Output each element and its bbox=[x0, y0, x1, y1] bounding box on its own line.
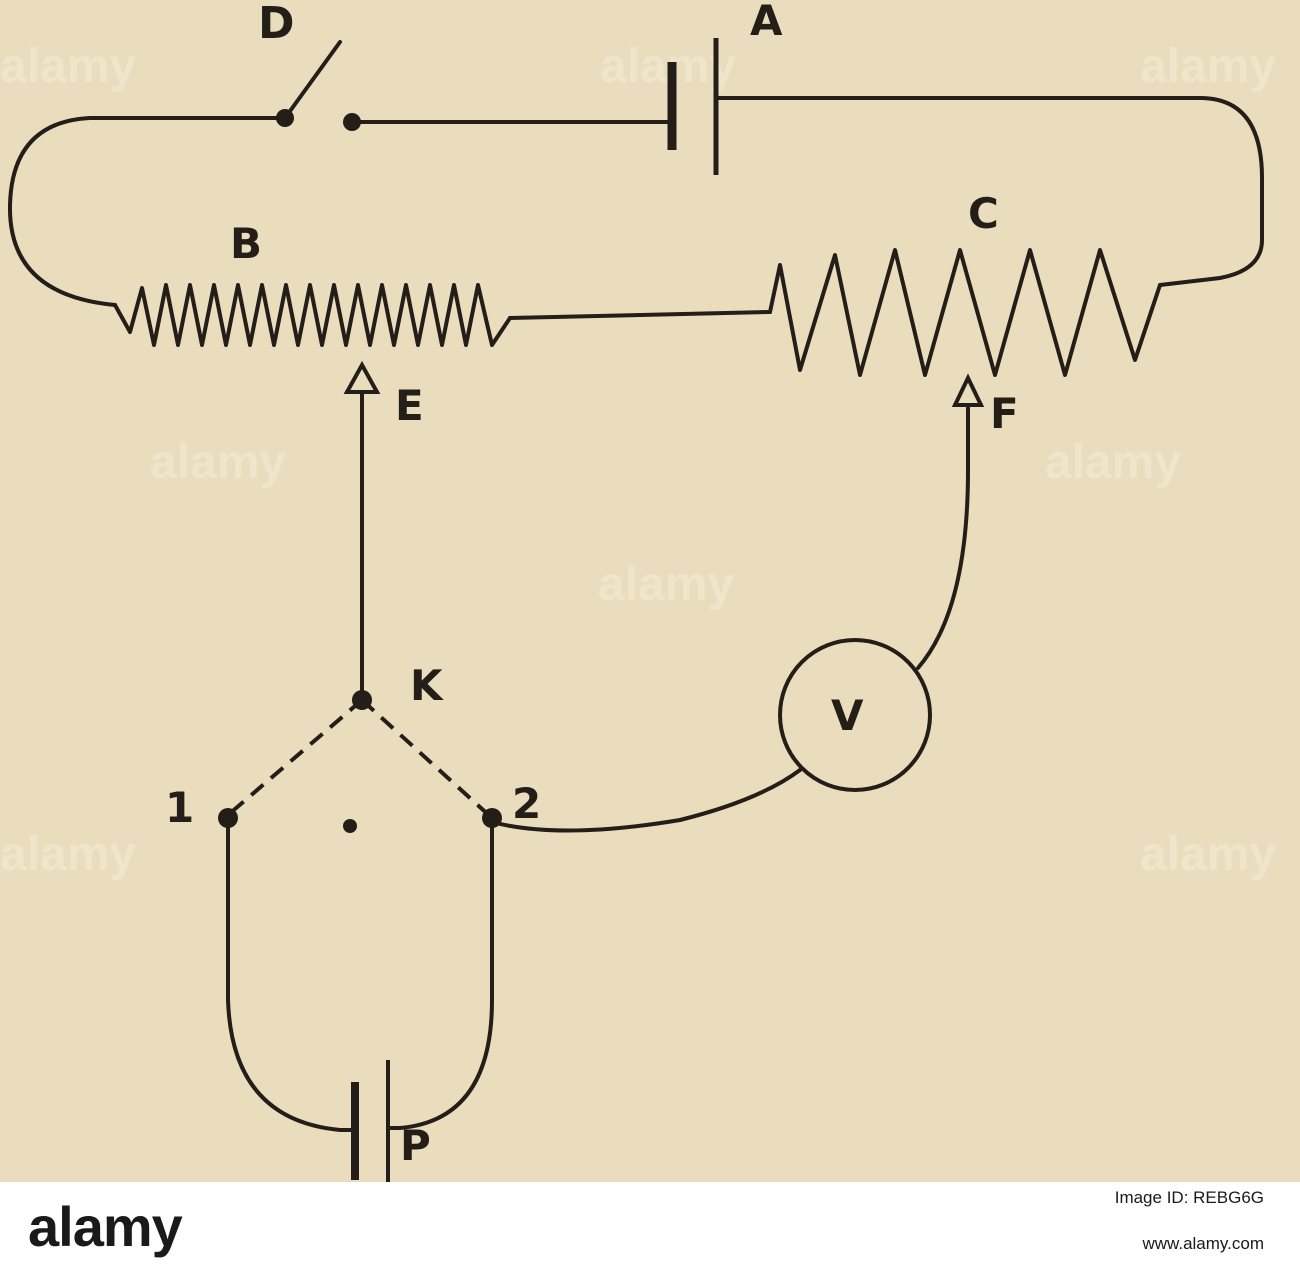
cell-p bbox=[351, 1060, 390, 1182]
watermark-text: alamy bbox=[1045, 436, 1181, 489]
label-terminal-2: 2 bbox=[512, 779, 541, 828]
wire-2-to-p bbox=[386, 826, 494, 1130]
wire-battery-to-right bbox=[714, 96, 1264, 287]
resistor-b bbox=[113, 283, 512, 347]
image-id: Image ID: REBG6G bbox=[1114, 1188, 1264, 1207]
watermark-text: alamy bbox=[0, 40, 136, 93]
watermark-text: alamy bbox=[1140, 828, 1276, 881]
label-c: C bbox=[968, 189, 999, 238]
label-e: E bbox=[395, 381, 424, 430]
key-k bbox=[218, 690, 502, 833]
alamy-logo: alamy bbox=[28, 1195, 183, 1258]
watermark-text: alamy bbox=[0, 828, 136, 881]
slider-e bbox=[343, 360, 381, 692]
label-k: K bbox=[410, 661, 444, 710]
voltmeter-v bbox=[778, 638, 932, 792]
slider-f bbox=[916, 373, 985, 670]
resistor-c bbox=[768, 248, 1162, 377]
wire-left-loop bbox=[7, 116, 287, 307]
watermark-text: alamy bbox=[150, 436, 286, 489]
battery-a bbox=[667, 38, 719, 175]
circuit-svg: alamy alamy alamy alamy alamy alamy alam… bbox=[0, 0, 1276, 1182]
label-v: V bbox=[831, 691, 864, 740]
circuit-diagram: alamy alamy alamy alamy alamy alamy alam… bbox=[0, 0, 1277, 1182]
label-terminal-1: 1 bbox=[165, 783, 194, 832]
wire-1-to-p bbox=[226, 826, 354, 1132]
wire-2-to-voltmeter bbox=[490, 768, 802, 833]
label-a: A bbox=[750, 0, 783, 45]
watermark-text: alamy bbox=[598, 558, 734, 611]
stock-footer: alamy Image ID: REBG6G www.alamy.com bbox=[0, 1182, 1300, 1275]
watermark-layer: alamy alamy alamy alamy alamy alamy alam… bbox=[0, 40, 1276, 881]
label-f: F bbox=[990, 389, 1019, 438]
wire-b-to-c bbox=[508, 310, 772, 320]
label-b: B bbox=[230, 219, 262, 268]
label-d: D bbox=[258, 0, 295, 49]
switch-d bbox=[276, 40, 361, 131]
label-p: P bbox=[400, 1121, 431, 1170]
watermark-text: alamy bbox=[1140, 40, 1276, 93]
site-url: www.alamy.com bbox=[1142, 1234, 1264, 1253]
